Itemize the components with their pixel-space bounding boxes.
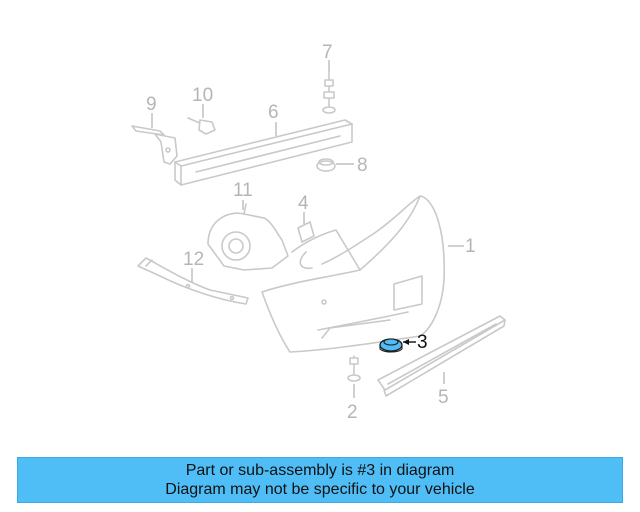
callout-3: 3: [417, 332, 428, 353]
banner-line-2: Diagram may not be specific to your vehi…: [165, 481, 475, 498]
part-10-bolt: [187, 117, 216, 135]
callout-5: 5: [438, 387, 449, 408]
part-4-bracket: [297, 221, 315, 243]
part-6-reinforcement: [174, 119, 353, 186]
part-1-bumper-cover: [261, 195, 445, 353]
part-12-molding: [137, 257, 249, 305]
callout-9: 9: [146, 94, 157, 115]
callout-11: 11: [233, 180, 253, 201]
part-9-bracket: [131, 125, 178, 165]
callout-1: 1: [465, 236, 476, 257]
info-banner: Part or sub-assembly is #3 in diagram Di…: [17, 457, 623, 503]
banner-line-1: Part or sub-assembly is #3 in diagram: [185, 462, 455, 479]
callout-7: 7: [322, 42, 333, 63]
part-8-clip: [316, 158, 336, 172]
callout-4: 4: [298, 193, 309, 214]
part-5-lower-molding: [377, 315, 506, 397]
callout-6: 6: [268, 102, 279, 123]
callout-2: 2: [347, 402, 358, 423]
parts-diagram: 7 6 9 10 8 11 4: [131, 42, 506, 423]
part-11-housing: [207, 203, 289, 271]
part-2-bolt: [347, 355, 361, 382]
callout-10: 10: [192, 85, 213, 106]
part-7-bolt: [322, 71, 336, 114]
part-3-clip: [379, 338, 403, 353]
callout-8: 8: [357, 155, 368, 176]
callout-12: 12: [183, 249, 204, 270]
